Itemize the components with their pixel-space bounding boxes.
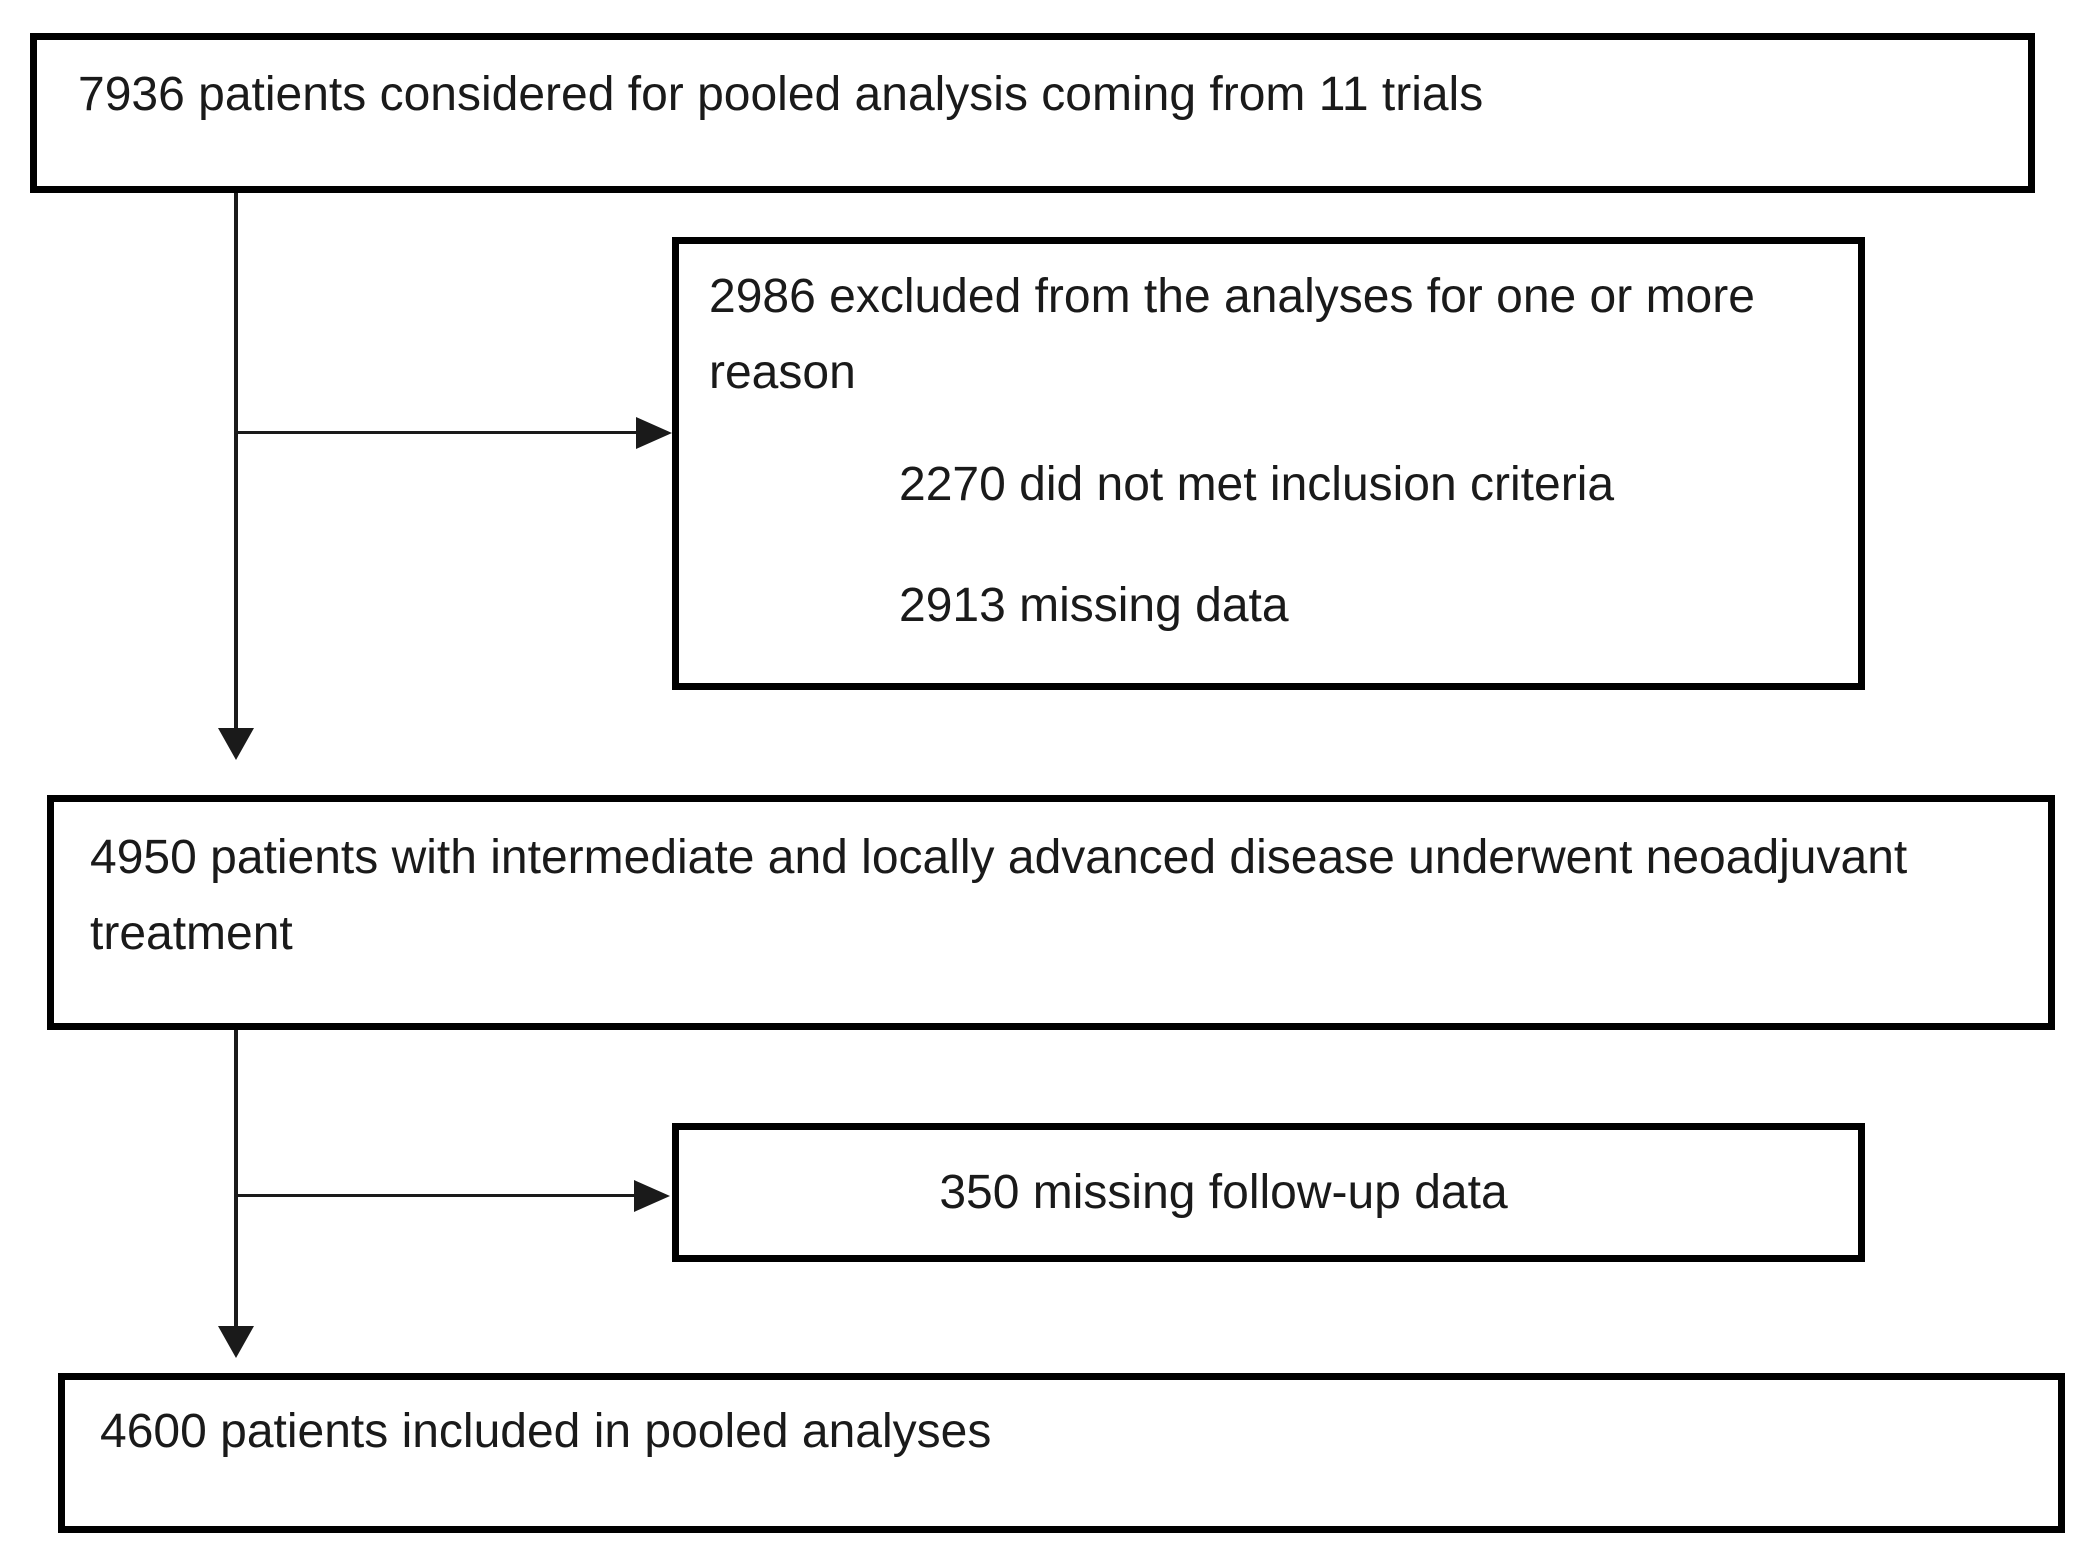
box-included-patients: 4600 patients included in pooled analyse… [58,1373,2065,1533]
box-total-patients: 7936 patients considered for pooled anal… [30,33,2035,193]
branch-line-to-excluded [236,431,636,434]
box-excluded-item-inclusion-criteria: 2270 did not met inclusion criteria [899,458,1615,511]
down-arrowhead-to-included [218,1326,254,1358]
down-arrowhead-to-neoadjuvant [218,728,254,760]
right-arrowhead-to-excluded [636,417,672,449]
arrow-line-neoadjuvant-to-included [234,1030,238,1328]
box-neoadjuvant-treatment: 4950 patients with intermediate and loca… [47,795,2055,1030]
box-missing-followup: 350 missing follow-up data [672,1123,1865,1262]
branch-line-to-missing-followup [236,1194,634,1197]
box-total-patients-text: 7936 patients considered for pooled anal… [78,68,1484,121]
box-missing-followup-text: 350 missing follow-up data [939,1165,1508,1219]
box-excluded-item-missing-data: 2913 missing data [899,579,1289,632]
arrow-line-total-to-neoadjuvant [234,193,238,730]
right-arrowhead-to-missing-followup [634,1180,670,1212]
box-included-patients-text: 4600 patients included in pooled analyse… [100,1405,992,1458]
box-excluded-intro: 2986 excluded from the analyses for one … [709,270,1755,399]
box-neoadjuvant-treatment-text: 4950 patients with intermediate and loca… [90,831,1908,960]
box-excluded: 2986 excluded from the analyses for one … [672,237,1865,690]
